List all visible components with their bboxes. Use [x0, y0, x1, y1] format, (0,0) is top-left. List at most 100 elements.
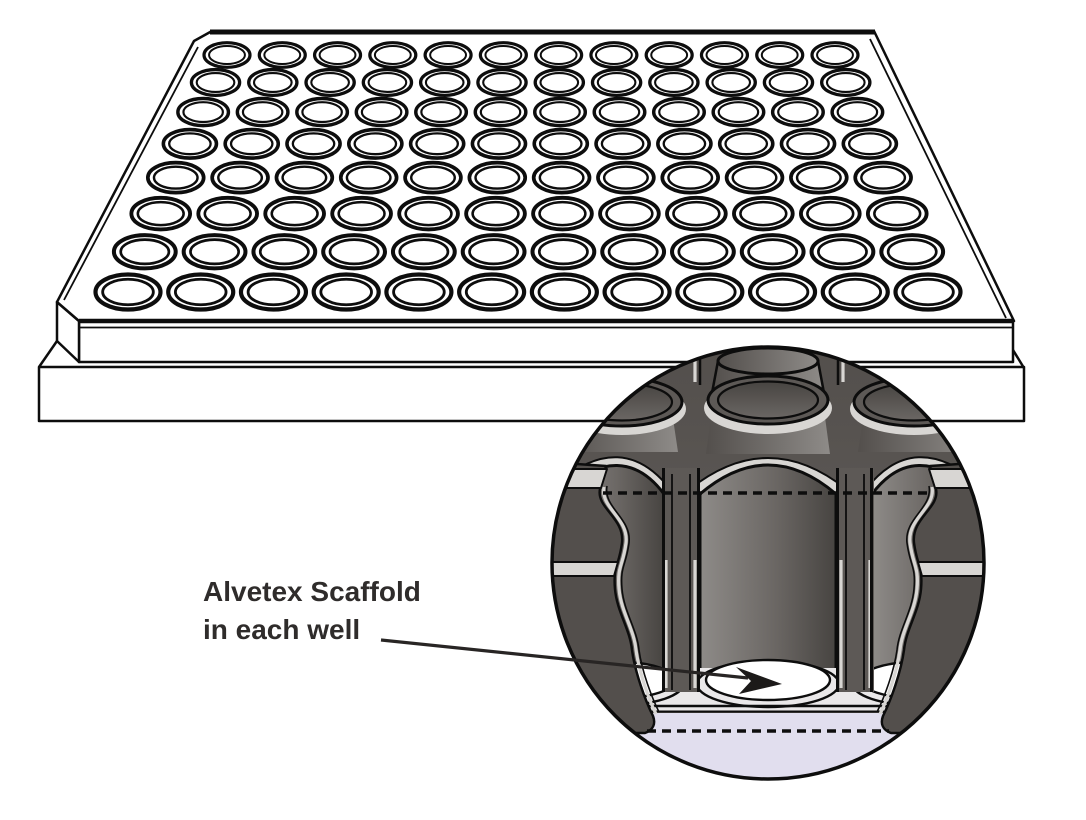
- well: [223, 127, 281, 160]
- well: [648, 67, 700, 98]
- well: [210, 160, 270, 195]
- well: [530, 233, 597, 271]
- well-partition-right: [836, 468, 874, 692]
- well: [732, 195, 795, 232]
- label-arrowhead-icon: [736, 667, 782, 694]
- well: [531, 195, 594, 232]
- well: [534, 41, 584, 69]
- well: [533, 67, 586, 98]
- well: [478, 41, 528, 69]
- well: [789, 160, 849, 195]
- well: [711, 96, 766, 128]
- well: [841, 127, 899, 160]
- well: [820, 272, 890, 312]
- label-line-1: Alvetex Scaffold: [203, 576, 421, 607]
- well: [189, 67, 242, 98]
- well: [145, 160, 206, 195]
- well: [830, 96, 885, 128]
- annotation: Alvetex Scaffold in each well: [203, 576, 782, 694]
- well: [263, 195, 326, 232]
- well: [238, 272, 309, 312]
- well: [600, 233, 667, 271]
- well: [321, 233, 388, 271]
- well: [166, 272, 236, 312]
- well: [656, 127, 713, 160]
- well: [770, 96, 825, 128]
- well: [665, 195, 728, 232]
- well: [460, 233, 527, 271]
- well: [724, 160, 785, 195]
- well: [747, 272, 818, 312]
- well: [470, 127, 528, 160]
- well: [865, 195, 929, 232]
- well: [414, 96, 469, 128]
- well: [176, 96, 231, 128]
- well: [467, 160, 528, 195]
- well: [384, 272, 454, 312]
- well: [853, 160, 913, 195]
- plate: [37, 29, 1026, 423]
- well: [602, 272, 672, 312]
- well: [755, 41, 805, 69]
- well-grid: [93, 41, 963, 312]
- well: [311, 272, 381, 312]
- plate-right-base-edge: [1011, 349, 1026, 369]
- well: [893, 272, 963, 312]
- well: [644, 41, 694, 69]
- well-partition-left: [662, 468, 700, 692]
- well: [285, 127, 342, 160]
- well: [304, 67, 356, 98]
- well: [879, 233, 946, 271]
- well: [651, 96, 706, 128]
- well: [717, 127, 775, 160]
- well: [235, 96, 290, 128]
- well: [129, 195, 193, 232]
- inset-circle-outline: [550, 345, 986, 781]
- well: [670, 233, 736, 271]
- well: [589, 41, 639, 69]
- well: [346, 127, 404, 160]
- well: [810, 41, 860, 69]
- well: [295, 96, 350, 128]
- well: [368, 41, 418, 69]
- well: [274, 160, 335, 195]
- well: [408, 127, 466, 160]
- well: [202, 41, 252, 69]
- well: [354, 96, 409, 128]
- well: [531, 160, 592, 195]
- well: [390, 233, 457, 271]
- well: [181, 233, 248, 271]
- label-line-2: in each well: [203, 614, 360, 645]
- well: [533, 96, 588, 128]
- well: [361, 67, 414, 98]
- well: [820, 67, 872, 98]
- well: [473, 96, 528, 128]
- well: [705, 67, 757, 98]
- well: [476, 67, 528, 98]
- well: [257, 41, 307, 69]
- well: [699, 41, 750, 69]
- well: [464, 195, 527, 232]
- well: [423, 41, 473, 69]
- well: [594, 127, 651, 160]
- well: [196, 195, 259, 232]
- well: [598, 195, 661, 232]
- well: [660, 160, 720, 195]
- well: [592, 96, 647, 128]
- well: [457, 272, 527, 312]
- well: [312, 41, 363, 69]
- label-arrow: [380, 638, 749, 680]
- well: [403, 160, 463, 195]
- well: [799, 195, 862, 232]
- well: [809, 233, 876, 271]
- well: [675, 272, 745, 312]
- well: [739, 233, 806, 271]
- well: [779, 127, 837, 160]
- well: [529, 272, 599, 312]
- well: [596, 160, 656, 195]
- plate-right-bevel-line: [869, 38, 1007, 319]
- plate-left-bevel-line: [63, 46, 199, 301]
- plate-left-base-edge: [37, 340, 59, 368]
